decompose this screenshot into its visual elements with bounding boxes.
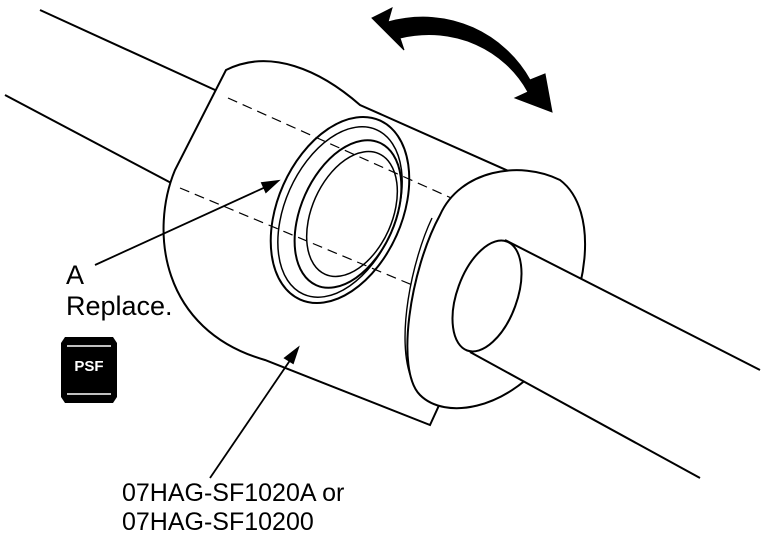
shaft-right (451, 239, 761, 479)
rotation-arrow-icon (371, 7, 553, 113)
leader-lines (94, 179, 300, 479)
tool-number-line-1: 07HAG-SF1020A or (122, 479, 345, 507)
psf-badge-icon: PSF (61, 337, 117, 403)
callout-a-text: Replace. (66, 291, 173, 321)
tool-number-line-2: 07HAG-SF10200 (122, 508, 314, 536)
callout-a-letter: A (66, 260, 85, 290)
shaft-left (4, 9, 227, 186)
psf-badge-label: PSF (74, 358, 104, 375)
bore-opening (269, 115, 411, 305)
